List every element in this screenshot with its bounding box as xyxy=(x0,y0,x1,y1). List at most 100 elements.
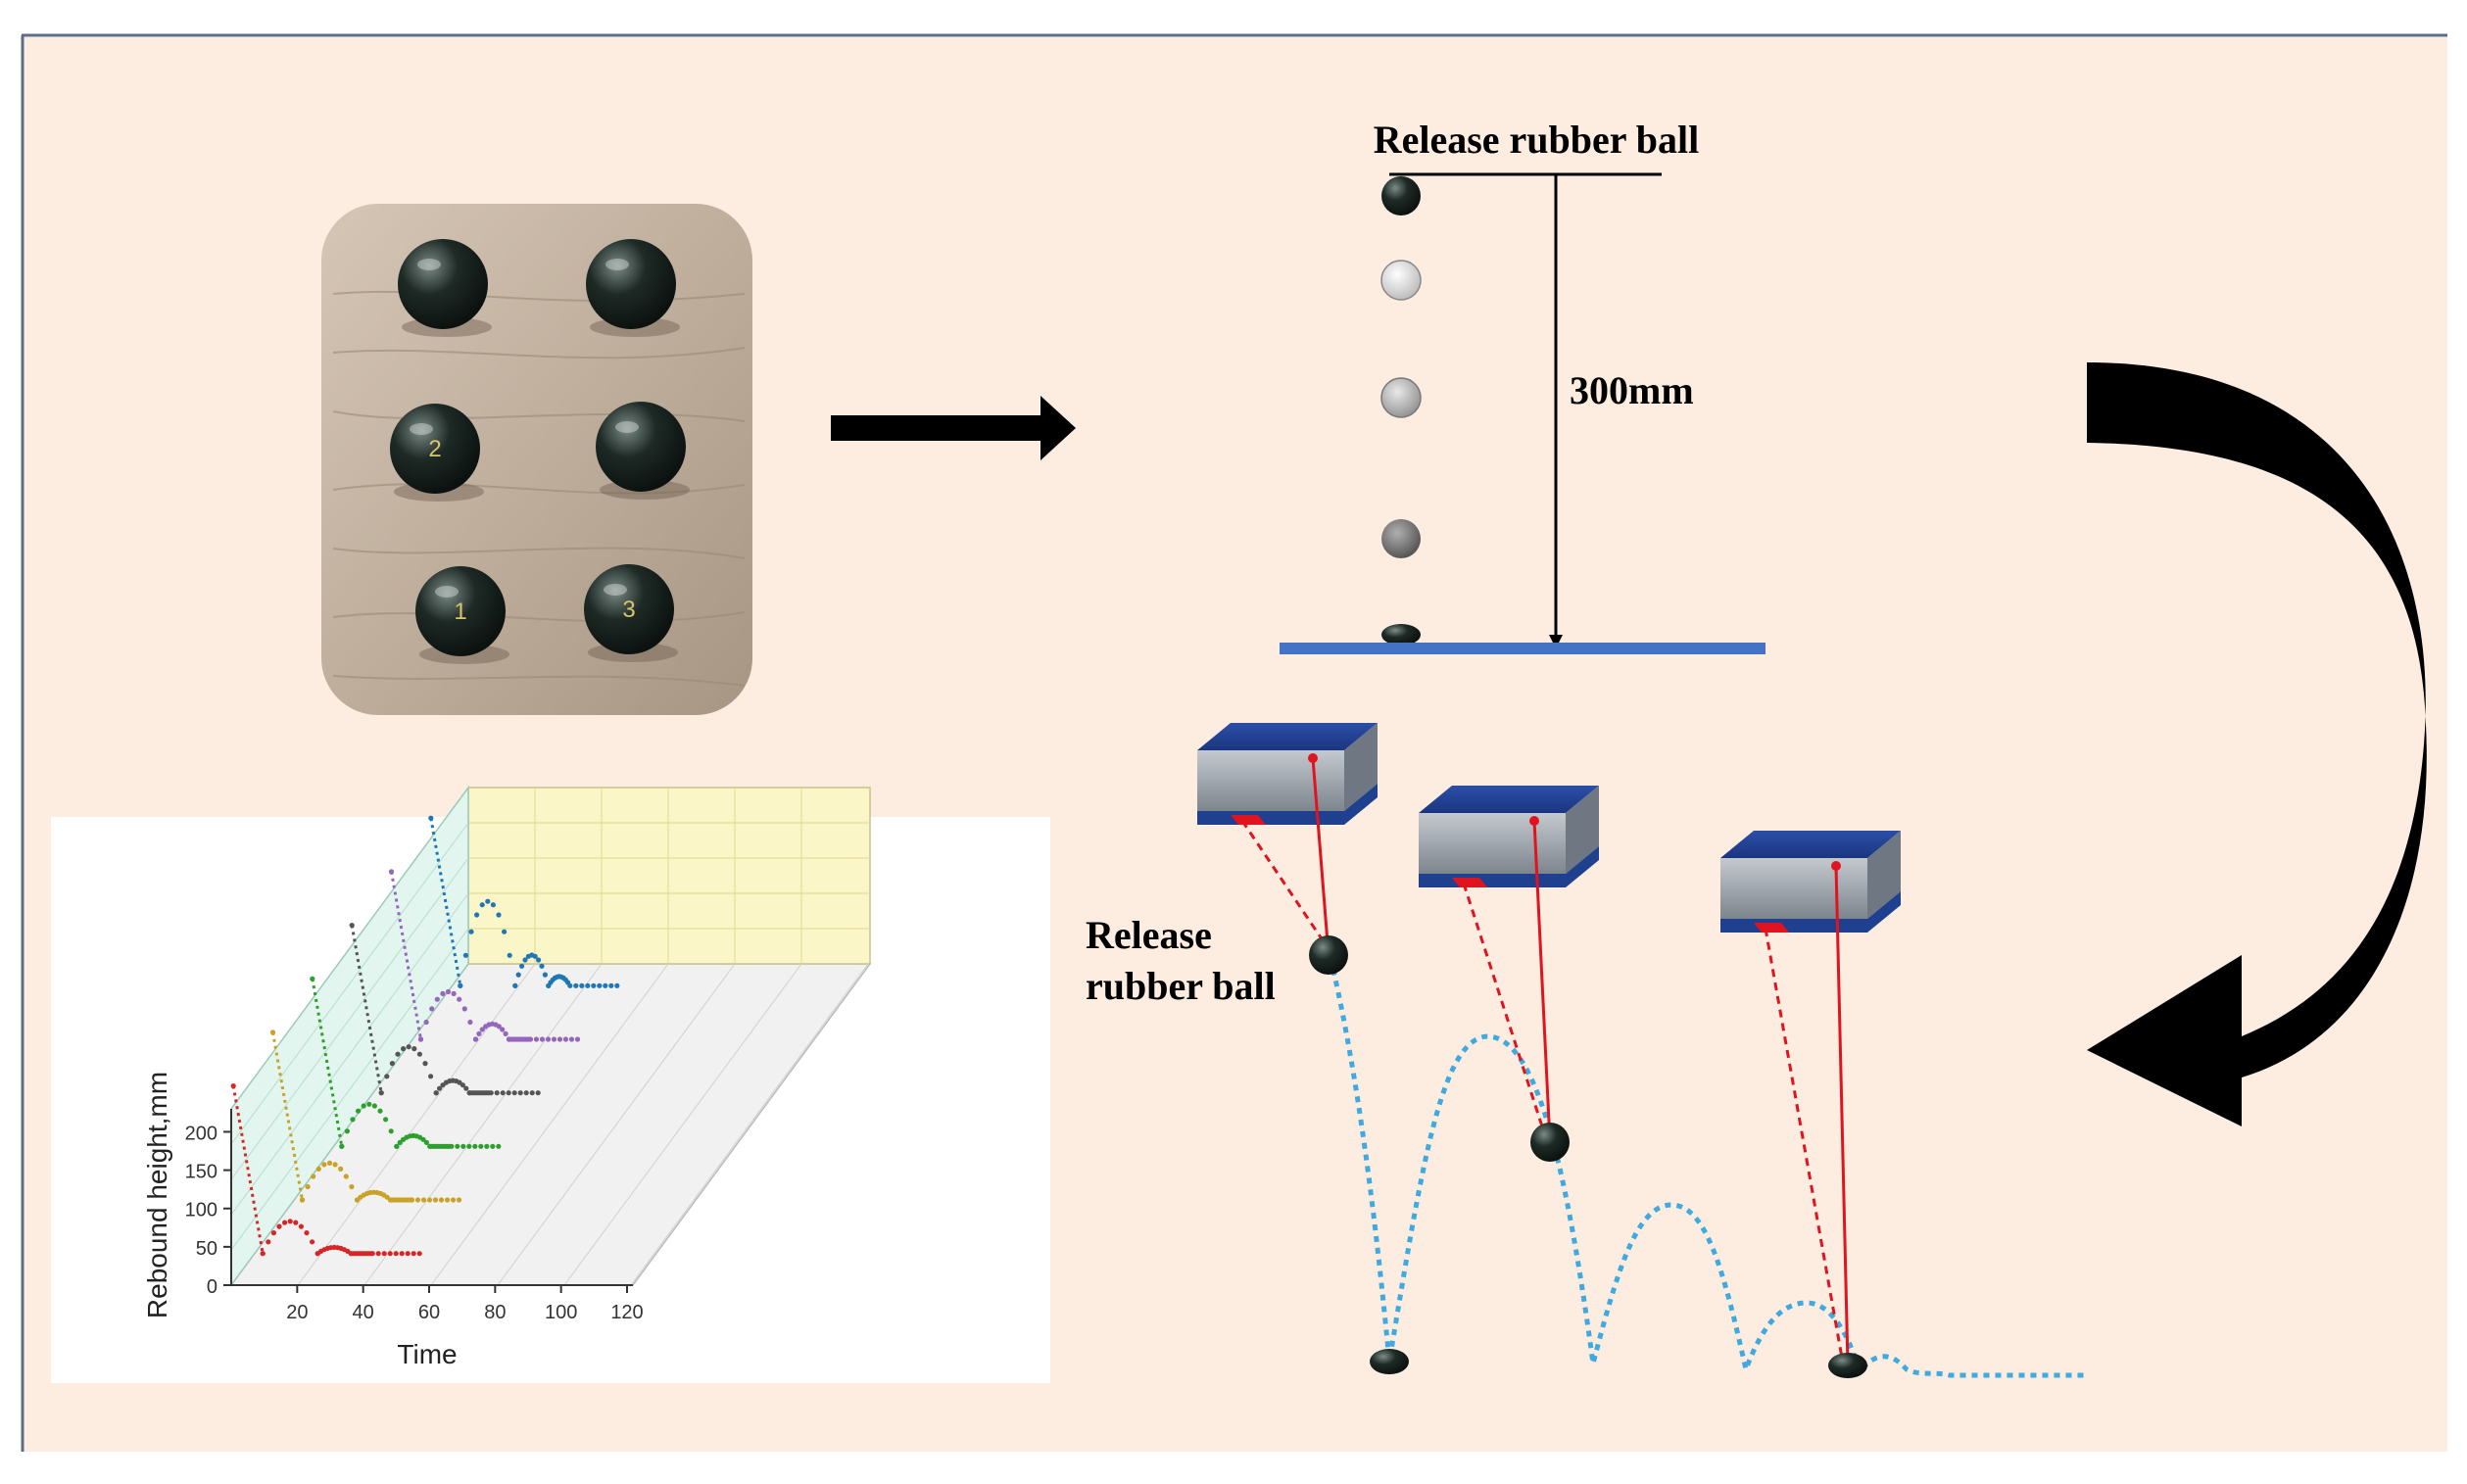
series-point xyxy=(414,1197,421,1203)
rebound-label-line1: Release xyxy=(1086,913,1212,957)
series-point xyxy=(311,1173,316,1179)
laser-beam-dashed xyxy=(1240,820,1325,941)
series-point xyxy=(444,1197,451,1203)
series-point xyxy=(474,912,480,918)
series-point xyxy=(503,1030,508,1036)
series-point xyxy=(466,1143,472,1149)
rebound-test-diagram: Release rubber ball xyxy=(1086,723,2087,1378)
series-point xyxy=(515,972,521,978)
series-point xyxy=(562,1036,569,1042)
sample-ball xyxy=(584,564,674,654)
sample-ball xyxy=(415,566,506,656)
series-point xyxy=(579,982,585,988)
series-point xyxy=(423,1139,429,1145)
series-point xyxy=(450,1197,457,1203)
series-point xyxy=(298,1223,304,1229)
series-point xyxy=(501,929,508,934)
series-point xyxy=(266,1239,271,1245)
series-point xyxy=(310,1239,315,1245)
series-point xyxy=(468,929,474,934)
series-point xyxy=(326,1160,333,1166)
series-point xyxy=(451,990,457,997)
series-point xyxy=(517,1090,523,1096)
series-drop-line xyxy=(271,1031,304,1201)
series-point xyxy=(523,1090,529,1096)
chart-back-wall xyxy=(467,787,871,965)
series-point xyxy=(457,996,462,1002)
series-point xyxy=(429,1006,435,1012)
x-axis-label: Time xyxy=(397,1339,457,1369)
series-point xyxy=(536,957,542,963)
floor-grid-line xyxy=(297,963,536,1286)
floor-grid-line xyxy=(430,963,669,1286)
series-point xyxy=(405,1251,411,1257)
sensor-base xyxy=(1720,891,1901,933)
series-point xyxy=(338,1166,344,1172)
series-point xyxy=(556,1036,563,1042)
sensor-side xyxy=(1566,786,1599,874)
falling-ball-2 xyxy=(1380,260,1422,301)
series-point xyxy=(532,953,538,959)
x-tick-label: 40 xyxy=(353,1302,374,1323)
ball-mark: 3 xyxy=(622,597,635,623)
series-point xyxy=(585,982,591,988)
series-point xyxy=(551,1036,557,1042)
rebound-label-line2: rubber ball xyxy=(1086,964,1276,1008)
floor-grid-line xyxy=(630,963,869,1286)
series-point xyxy=(512,982,518,988)
sensor-body xyxy=(1419,813,1566,874)
series-point xyxy=(395,1051,401,1057)
series-point xyxy=(574,1036,581,1042)
series-point xyxy=(449,1143,455,1149)
series-point xyxy=(461,1006,467,1012)
rebound-ball-impact-2 xyxy=(1828,1353,1867,1378)
series-point xyxy=(484,1143,490,1149)
y-axis-label: Rebound height,mm xyxy=(142,1072,172,1318)
series-point xyxy=(506,1090,511,1096)
series-point xyxy=(455,1143,460,1149)
series-point xyxy=(478,1143,484,1149)
floor-grid-line xyxy=(497,963,736,1286)
series-point xyxy=(472,1143,478,1149)
laser-receiver xyxy=(1308,753,1318,763)
series-point xyxy=(399,1251,405,1257)
series-point xyxy=(394,1143,400,1149)
series-point xyxy=(409,1197,415,1203)
landed-ball xyxy=(1381,624,1421,646)
laser-beam-dashed xyxy=(1764,928,1844,1359)
series-point xyxy=(287,1219,293,1224)
height-label: 300mm xyxy=(1570,368,1694,412)
series-point xyxy=(315,1166,321,1172)
y-tick-label: 50 xyxy=(196,1238,218,1260)
series-point xyxy=(260,1251,266,1257)
series-point xyxy=(387,1251,393,1257)
drop-test-title: Release rubber ball xyxy=(1374,118,1700,162)
series-point xyxy=(476,1030,482,1036)
y-tick-label: 100 xyxy=(185,1200,218,1221)
series-point xyxy=(393,1251,399,1257)
series-point xyxy=(519,963,525,969)
wood-tray xyxy=(321,204,752,715)
laser-sensors xyxy=(1197,723,1901,1366)
series-point xyxy=(422,1061,428,1067)
sensor-top xyxy=(1197,723,1378,750)
series-point xyxy=(344,1128,350,1134)
y-tick-label: 200 xyxy=(185,1123,218,1144)
series-point xyxy=(479,1027,485,1032)
series-point xyxy=(522,957,528,963)
series-point xyxy=(445,988,452,995)
drop-test-diagram: Release rubber ball 300mm xyxy=(1280,118,1766,654)
series-point xyxy=(411,1251,416,1257)
side-grid-line xyxy=(230,892,469,1216)
sample-ball xyxy=(398,239,488,329)
sample-ball xyxy=(596,402,686,492)
series-point xyxy=(282,1220,288,1225)
ball-mark: 1 xyxy=(454,598,466,625)
series-point xyxy=(496,1143,502,1149)
rebound-ball-impact-1 xyxy=(1370,1349,1409,1374)
series-point xyxy=(507,952,512,958)
series-point xyxy=(270,1230,276,1236)
